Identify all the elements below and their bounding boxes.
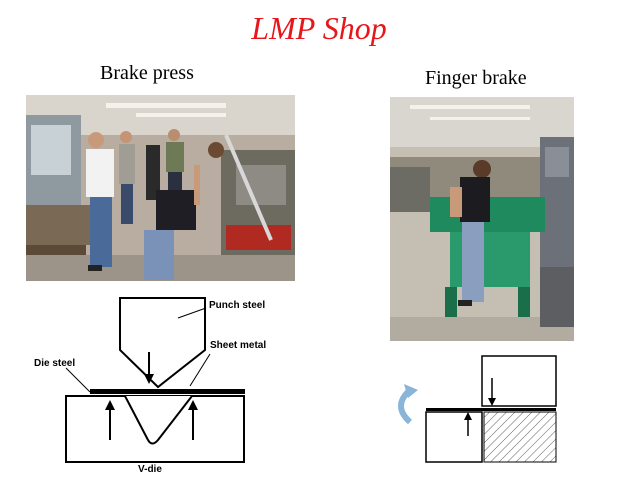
sheet-metal-shape bbox=[90, 389, 245, 394]
brake-press-caption: Brake press bbox=[100, 62, 194, 84]
slide-title: LMP Shop bbox=[251, 10, 387, 46]
bed-block-shape bbox=[483, 411, 557, 463]
sheet-shape bbox=[426, 408, 556, 411]
sheet-metal-label: Sheet metal bbox=[210, 340, 266, 351]
brake-press-photo bbox=[26, 95, 295, 281]
folding-leaf-shape bbox=[425, 411, 483, 463]
finger-brake-diagram bbox=[390, 350, 570, 470]
punch-steel-label: Punch steel bbox=[209, 300, 265, 311]
v-die-label: V-die bbox=[138, 464, 162, 472]
brake-press-diagram: Punch steel Sheet metal Die steel V-die bbox=[30, 292, 290, 475]
die-steel-label: Die steel bbox=[34, 358, 75, 369]
finger-brake-caption: Finger brake bbox=[425, 67, 527, 89]
punch-shape bbox=[119, 297, 206, 389]
finger-brake-photo bbox=[390, 97, 574, 341]
upper-clamp-shape bbox=[481, 355, 557, 407]
